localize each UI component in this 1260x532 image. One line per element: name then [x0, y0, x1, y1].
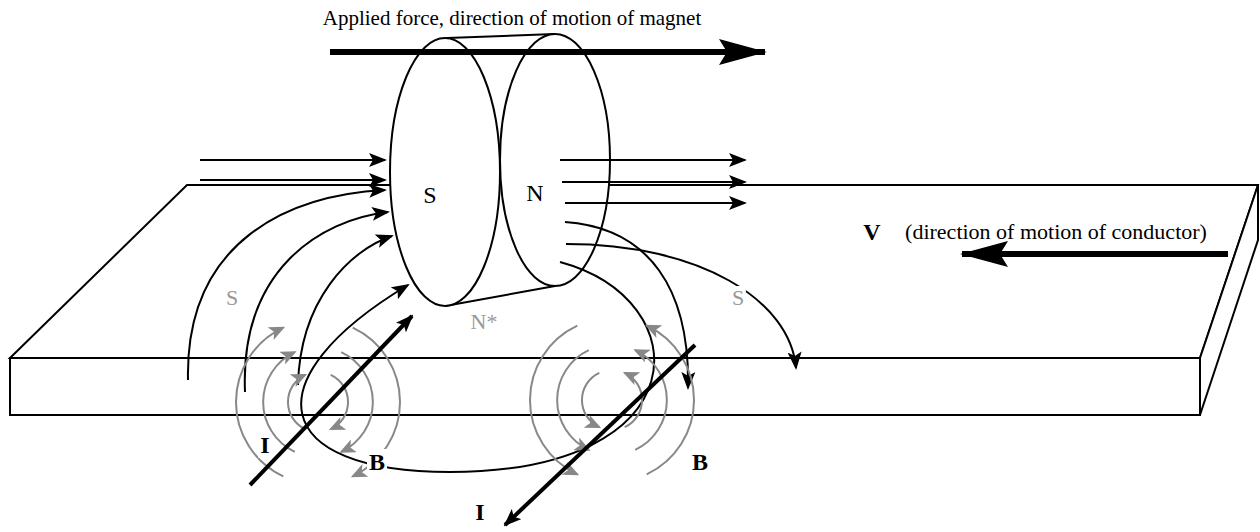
- field-circle-arc: [353, 328, 400, 477]
- field-circle-arc: [582, 373, 599, 427]
- induced-pole-label: S: [224, 286, 240, 310]
- field-circle-arc: [288, 375, 305, 429]
- field-circle-arc: [236, 328, 283, 477]
- velocity-arrow: [962, 251, 1228, 257]
- force-label: Applied force, direction of motion of ma…: [321, 7, 703, 30]
- induced-field-circles: [236, 326, 694, 477]
- current-label: I: [258, 432, 271, 458]
- velocity-label: (direction of motion of conductor): [903, 220, 1209, 244]
- induced-pole-label: S: [730, 286, 746, 310]
- force-arrow: [330, 49, 765, 55]
- current-arrows: [250, 316, 695, 525]
- pole-label: N: [524, 180, 545, 206]
- field-circle-arc: [557, 350, 589, 450]
- field-label: B: [367, 449, 387, 475]
- field-lines: [188, 160, 392, 392]
- induced-pole-label: N*: [469, 310, 500, 334]
- current-label: I: [473, 499, 486, 525]
- field-circle-arc: [341, 352, 373, 452]
- field-circle-arc: [635, 350, 667, 450]
- bar-magnet: [390, 34, 610, 306]
- field-circle-arc: [647, 326, 694, 475]
- pole-label: S: [421, 182, 438, 208]
- velocity-symbol: V: [861, 219, 882, 245]
- field-circle-arc: [530, 326, 577, 475]
- field-label: B: [690, 449, 710, 475]
- field-lines: [301, 160, 796, 472]
